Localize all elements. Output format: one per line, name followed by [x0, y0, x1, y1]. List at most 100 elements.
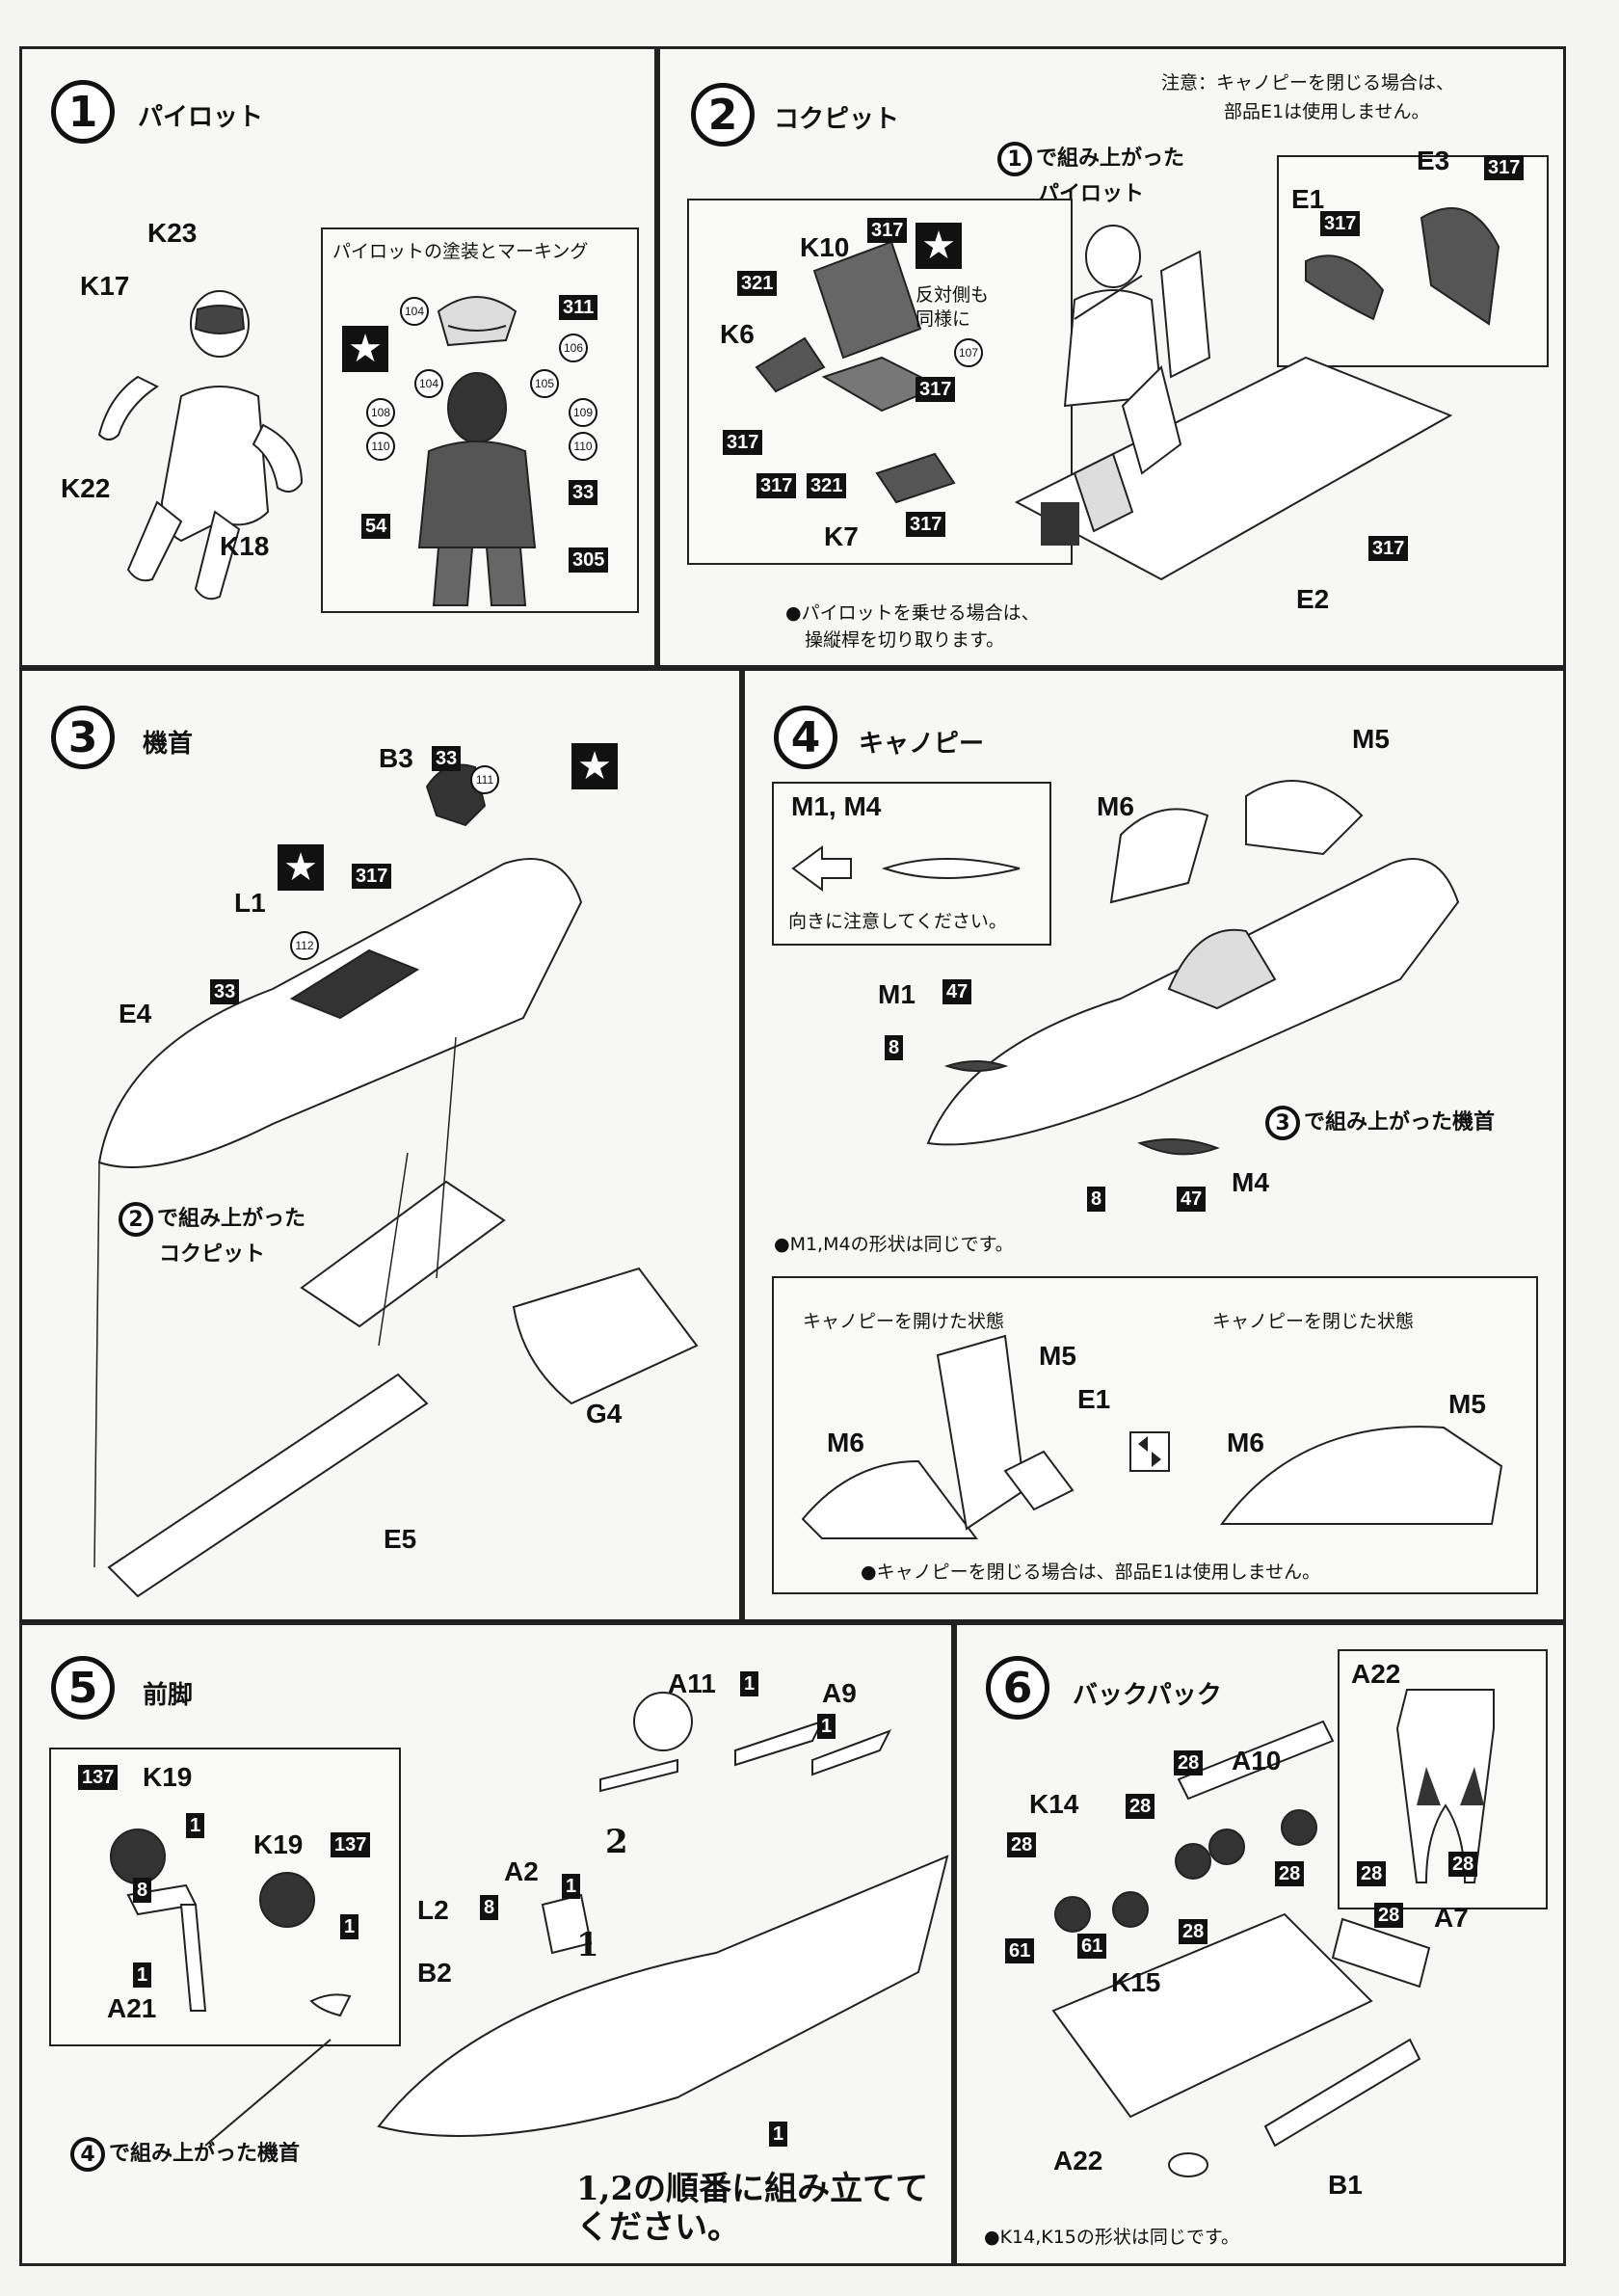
- part-e4-label: E4: [119, 999, 152, 1028]
- paint-317e-badge: 317: [906, 512, 946, 537]
- paint-28b-badge: 28: [1126, 1794, 1155, 1819]
- sequence-2-label: 2: [605, 1823, 628, 1861]
- part-m5-label: M5: [1352, 724, 1390, 754]
- ref-text: で組み上がった機首: [1304, 1110, 1496, 1135]
- step-6-title: バックパック: [1073, 1681, 1222, 1710]
- reverse-side-note-2: 同様に: [916, 308, 971, 330]
- paint-33-badge: 33: [569, 480, 598, 505]
- a22-detail-drawing: [1395, 1689, 1495, 1883]
- part-k19a-label: K19: [143, 1762, 193, 1792]
- paint-111-circle: 111: [470, 765, 499, 794]
- assembly-order-line2: ください。: [576, 2208, 740, 2247]
- part-l2-label: L2: [417, 1895, 449, 1925]
- decal-star-icon: ★: [571, 743, 618, 789]
- orientation-box: M1, M4 向きに注意してください。: [772, 782, 1051, 946]
- part-e3-label: E3: [1417, 146, 1450, 175]
- part-b3-label: B3: [379, 743, 413, 773]
- shape-same-note: ●K14,K15の形状は同じです。: [984, 2227, 1239, 2248]
- ref-text-2: コクピット: [159, 1242, 266, 1267]
- caution-text-line2: 部品E1は使用しません。: [1224, 101, 1430, 122]
- orientation-box-label: M1, M4: [791, 791, 882, 821]
- part-e5-label: E5: [384, 1524, 417, 1554]
- paint-317a-badge: 317: [867, 218, 908, 243]
- paint-104a-circle: 104: [400, 297, 429, 326]
- paint-112-circle: 112: [290, 931, 319, 960]
- paint-1e-badge: 1: [817, 1714, 836, 1739]
- step-5-number: 5: [51, 1656, 115, 1720]
- paint-317f-badge: 317: [1320, 211, 1361, 236]
- step-6-number: 6: [986, 1656, 1049, 1720]
- paint-137b-badge: 137: [331, 1832, 371, 1857]
- pilot-painting-title: パイロットの塗装とマーキング: [332, 241, 589, 262]
- detail-a22-label: A22: [1351, 1659, 1401, 1689]
- paint-47b-badge: 47: [1177, 1187, 1207, 1212]
- part-k19b-label: K19: [253, 1829, 304, 1859]
- part-b1-label: B1: [1328, 2170, 1363, 2200]
- sub-e1-label: E1: [1077, 1384, 1111, 1414]
- step-1-title: パイロット: [138, 103, 264, 132]
- pilot-painting-drawing: [417, 296, 537, 606]
- step-3-number: 3: [51, 706, 115, 769]
- step-1-number: 1: [51, 80, 115, 144]
- ref-step-2-number: 2: [119, 1202, 153, 1237]
- paint-317b-badge: 317: [916, 377, 956, 402]
- orientation-arrow-drawing: [791, 845, 1021, 892]
- paint-33b-badge: 33: [210, 979, 240, 1004]
- paint-321b-badge: 321: [807, 473, 847, 498]
- paint-317h-badge: 317: [1368, 536, 1409, 561]
- paint-28a-badge: 28: [1174, 1750, 1204, 1775]
- part-g4-label: G4: [586, 1399, 623, 1428]
- ref-step-1-number: 1: [997, 142, 1032, 176]
- pilot-painting-box: パイロットの塗装とマーキング ★ 311 104 106 104 105 108…: [321, 227, 639, 613]
- part-k10-label: K10: [800, 232, 850, 262]
- sub-m6-closed-label: M6: [1227, 1428, 1264, 1457]
- part-e2-label: E2: [1296, 584, 1330, 614]
- step-2-number: 2: [691, 83, 755, 147]
- paint-108-circle: 108: [366, 398, 395, 427]
- part-a21-label: A21: [107, 1993, 157, 2023]
- ref-step-3-number: 3: [1265, 1106, 1300, 1140]
- sequence-1-label: 1: [576, 1926, 599, 1964]
- step-2-title: コクピット: [774, 105, 900, 134]
- part-k7-label: K7: [824, 521, 859, 551]
- cockpit-drawing: [755, 207, 1500, 581]
- part-a22-label: A22: [1053, 2146, 1103, 2176]
- paint-1g-badge: 1: [769, 2122, 788, 2147]
- sub-m6-open-label: M6: [827, 1428, 864, 1457]
- ref-text-1: で組み上がった: [157, 1207, 306, 1231]
- part-m4-label: M4: [1232, 1167, 1269, 1197]
- part-k14-label: K14: [1029, 1789, 1079, 1819]
- paint-47a-badge: 47: [942, 979, 972, 1004]
- paint-317d-badge: 317: [756, 473, 797, 498]
- paint-61a-badge: 61: [1005, 1938, 1035, 1963]
- paint-110b-circle: 110: [569, 432, 597, 461]
- step-5-title: 前脚: [143, 1681, 194, 1710]
- part-a11-label: A11: [668, 1669, 716, 1698]
- paint-1a-badge: 1: [186, 1813, 205, 1838]
- paint-8-badge: 8: [133, 1878, 152, 1903]
- part-m1-label: M1: [878, 979, 916, 1009]
- backpack-drawing: [1051, 1720, 1431, 2177]
- paint-311-badge: 311: [559, 295, 598, 320]
- paint-8a-badge: 8: [885, 1035, 904, 1060]
- paint-1b-badge: 1: [340, 1914, 359, 1939]
- step-4-title: キャノピー: [859, 730, 985, 759]
- paint-104b-circle: 104: [414, 369, 443, 398]
- part-b2-label: B2: [417, 1958, 452, 1988]
- part-k17-label: K17: [80, 271, 130, 301]
- stick-cut-icon: [1041, 502, 1079, 546]
- paint-107-circle: 107: [954, 338, 983, 367]
- part-a10-label: A10: [1232, 1746, 1282, 1775]
- canopy-state-drawing: [801, 1334, 1503, 1539]
- paint-110a-circle: 110: [366, 432, 395, 461]
- step-4-panel: 4 キャノピー M1, M4 向きに注意してください。 M5 M6 M1 47 …: [742, 668, 1566, 1622]
- decal-star-icon: ★: [916, 223, 962, 269]
- step-4-number: 4: [774, 706, 837, 769]
- paint-28e-badge: 28: [1357, 1861, 1387, 1886]
- ref-text: で組み上がった機首: [109, 2142, 301, 2166]
- paint-28g-badge: 28: [1374, 1903, 1404, 1928]
